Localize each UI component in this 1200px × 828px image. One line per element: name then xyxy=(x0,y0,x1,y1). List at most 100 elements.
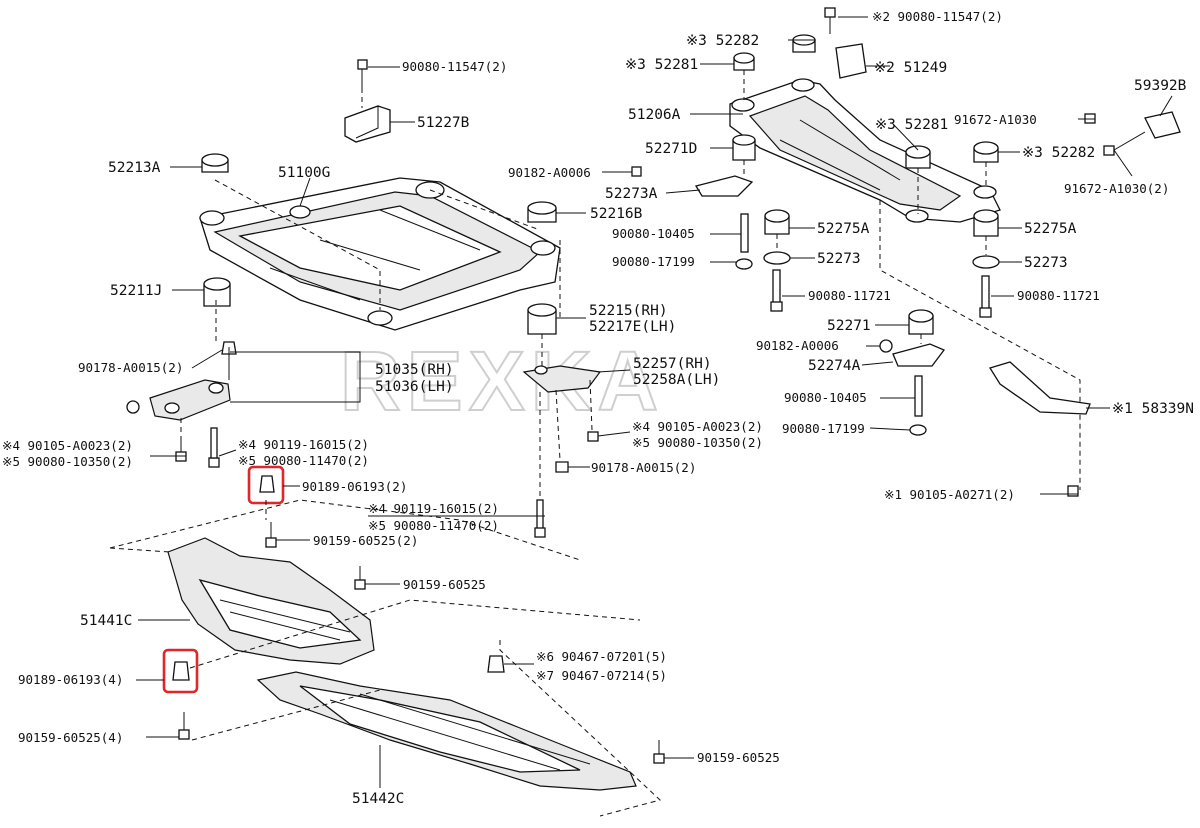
label-l35: 90178-A0015(2) xyxy=(78,360,183,375)
mount-52275a-left[interactable] xyxy=(764,209,790,235)
clip-90189-06193-bottom[interactable] xyxy=(162,648,199,694)
label-l50: ※4 90119-16015(2) xyxy=(368,501,499,516)
label-l10: ※3 52281 xyxy=(875,117,948,133)
label-l45: ※5 90080-11470(2) xyxy=(238,453,369,468)
bolt-90080-11547[interactable] xyxy=(357,59,368,88)
label-l7: 51227B xyxy=(417,115,470,131)
label-l56: ※7 90467-07214(5) xyxy=(536,668,667,683)
bolt-90159-60525-bottom-left[interactable] xyxy=(178,712,190,740)
label-l23: 52273 xyxy=(817,251,861,267)
watermark: REXKA xyxy=(340,334,664,428)
label-l16: 91672-A1030(2) xyxy=(1064,181,1169,196)
bolt-90159-60525-mid[interactable] xyxy=(354,566,366,590)
bolt-90105-a0023-left[interactable] xyxy=(175,438,187,462)
label-l49: ※1 90105-A0271(2) xyxy=(884,487,1015,502)
bracket-51227b[interactable] xyxy=(344,105,391,143)
nut-left-brace[interactable] xyxy=(126,400,140,414)
bracket-52274a[interactable] xyxy=(892,343,946,367)
nut-90182-a0006[interactable] xyxy=(631,166,642,177)
bracket-51249[interactable] xyxy=(835,43,867,79)
bolt-90105-a0023-center[interactable] xyxy=(587,431,599,442)
mount-52271[interactable] xyxy=(908,309,934,335)
label-l17: 52273A xyxy=(605,186,658,202)
mount-52281-right[interactable] xyxy=(905,145,931,169)
clip-90178-a0015-center[interactable] xyxy=(555,461,569,473)
label-l6: 59392B xyxy=(1134,78,1187,94)
label-l51: ※5 90080-11470(2) xyxy=(368,518,499,533)
mount-52211j[interactable] xyxy=(203,277,231,307)
label-l38: 90080-10405 xyxy=(784,390,867,405)
label-l19: 90080-10405 xyxy=(612,226,695,241)
label-l40: ※4 90105-A0023(2) xyxy=(2,438,133,453)
label-l55: ※6 90467-07201(5) xyxy=(536,649,667,664)
bolt-90105-a0271[interactable] xyxy=(1067,485,1079,497)
washer-90080-17199-top[interactable] xyxy=(735,258,753,270)
mount-52275a-right[interactable] xyxy=(973,209,999,237)
label-l26: 90080-11721 xyxy=(808,288,891,303)
bolt-90119-16015-center[interactable] xyxy=(534,499,546,538)
label-l29: 52217E(LH) xyxy=(589,319,676,335)
nut-90182-a0006-lower[interactable] xyxy=(879,339,893,353)
label-l32: 52257(RH) xyxy=(633,356,712,372)
label-l2: ※3 52282 xyxy=(686,33,759,49)
label-l52: 90159-60525(2) xyxy=(313,533,418,548)
bolt-90080-11721-left[interactable] xyxy=(770,269,783,312)
bolt-90080-10405-lower[interactable] xyxy=(914,375,923,417)
label-l44: ※4 90119-16015(2) xyxy=(238,437,369,452)
label-l24: 52273 xyxy=(1024,255,1068,271)
mount-52216b[interactable] xyxy=(527,201,557,223)
label-l41: ※5 90080-10350(2) xyxy=(2,454,133,469)
label-l18: 52216B xyxy=(590,206,643,222)
part-labels: ※2 90080-11547(2) ※3 52282 90080-11547(2… xyxy=(2,9,1194,807)
mount-52282-right[interactable] xyxy=(973,141,999,163)
mount-52215[interactable] xyxy=(527,303,557,335)
mount-52213a[interactable] xyxy=(201,153,229,173)
brace-51035[interactable] xyxy=(149,379,231,421)
washer-52273-right[interactable] xyxy=(972,255,1000,269)
label-l30: 52271 xyxy=(827,318,871,334)
washer-52273-left[interactable] xyxy=(763,251,791,265)
label-l27: 90080-11721 xyxy=(1017,288,1100,303)
clip-90467-07201[interactable] xyxy=(487,655,505,673)
label-l60: 51442C xyxy=(352,791,404,807)
label-l57: 90189-06193(4) xyxy=(18,672,123,687)
mount-52282-top[interactable] xyxy=(792,34,816,53)
label-l46: ※5 90080-10350(2) xyxy=(632,435,763,450)
label-l4: ※3 52281 xyxy=(625,57,698,73)
label-l5: ※2 51249 xyxy=(874,60,947,76)
label-l28: 52215(RH) xyxy=(589,303,668,319)
label-l47: 90178-A0015(2) xyxy=(591,460,696,475)
label-l59: 90159-60525 xyxy=(697,750,780,765)
bracket-52273a[interactable] xyxy=(694,175,754,197)
leader-lines xyxy=(136,16,1173,788)
label-l22: 90080-17199 xyxy=(612,254,695,269)
mount-52281-top[interactable] xyxy=(733,52,755,71)
label-l42: 90080-17199 xyxy=(782,421,865,436)
mount-52271d[interactable] xyxy=(732,134,756,161)
label-l54: 51441C xyxy=(80,613,132,629)
bolt-90080-11547-right[interactable] xyxy=(824,7,836,34)
label-l1: ※2 90080-11547(2) xyxy=(872,9,1003,24)
bolt-90119-16015-left[interactable] xyxy=(208,427,220,468)
clip-90189-06193-top[interactable] xyxy=(247,465,285,505)
label-l43: ※4 90105-A0023(2) xyxy=(632,419,763,434)
label-l25: 52211J xyxy=(110,283,162,299)
bolt-90159-60525-bottom-right[interactable] xyxy=(653,740,665,764)
label-l39: ※1 58339N xyxy=(1112,401,1194,417)
rear-subframe-51206a[interactable] xyxy=(729,78,1001,223)
label-l13: 52271D xyxy=(645,141,697,157)
label-l20: 52275A xyxy=(817,221,870,237)
bracket-58339n[interactable] xyxy=(988,361,1091,415)
bolt-90080-10405-top[interactable] xyxy=(740,213,749,253)
front-subframe-51100g[interactable] xyxy=(199,177,561,331)
bolt-90159-60525-top[interactable] xyxy=(265,522,277,548)
under-cover-51442c[interactable] xyxy=(256,671,637,791)
under-cover-51441c[interactable] xyxy=(167,537,375,665)
bracket-59392b[interactable] xyxy=(1144,111,1181,139)
label-l58: 90159-60525(4) xyxy=(18,730,123,745)
label-l33: 52258A(LH) xyxy=(633,372,720,388)
brace-52257[interactable] xyxy=(522,365,602,393)
washer-90080-17199-lower[interactable] xyxy=(909,424,927,436)
bolt-90080-11721-right[interactable] xyxy=(979,275,992,318)
